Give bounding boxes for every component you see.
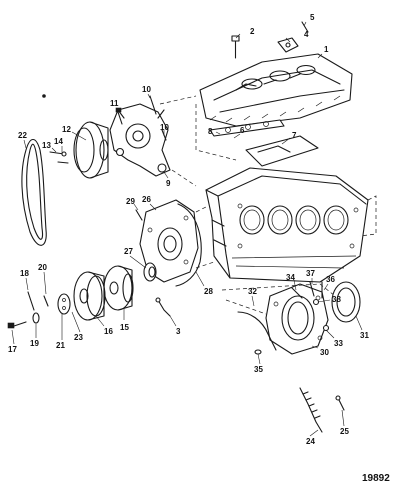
pulley-adapter-plate — [57, 293, 71, 315]
callout-4: 4 — [304, 30, 309, 39]
crankshaft-pulley — [73, 271, 106, 321]
manifold-gasket-left — [209, 119, 285, 137]
timing-pointer — [155, 297, 171, 317]
callout-26: 26 — [142, 195, 151, 204]
rear-main-seal — [331, 281, 361, 323]
dashed-outline-manifold — [195, 104, 237, 161]
figure-number: 19892 — [362, 473, 390, 484]
callout-12: 12 — [62, 125, 71, 134]
callout-17: 17 — [8, 345, 17, 354]
callout-21: 21 — [56, 341, 65, 350]
balancer-bolt — [7, 321, 27, 329]
callout-11: 11 — [110, 99, 119, 108]
manifold-stud — [301, 21, 309, 33]
intake-manifold — [199, 53, 353, 127]
pulley-lockwasher — [43, 295, 49, 307]
callout-7: 7 — [292, 131, 297, 140]
callout-28: 28 — [204, 287, 213, 296]
leader-lines — [11, 21, 363, 437]
callout-23: 23 — [74, 333, 83, 342]
callout-9: 9 — [166, 179, 171, 188]
crankshaft-seal — [143, 262, 157, 282]
callout-6: 6 — [240, 126, 245, 135]
callout-34: 34 — [286, 273, 295, 282]
housing-stud — [309, 281, 323, 299]
rear-seal-housing — [265, 283, 329, 355]
timing-cover-bolt — [135, 209, 143, 221]
callout-32: 32 — [248, 287, 257, 296]
housing-bolt — [291, 287, 303, 299]
timing-cover-gasket — [175, 203, 202, 287]
timing-cover — [139, 199, 199, 283]
engine-block — [205, 167, 369, 283]
balancer-washer — [32, 312, 40, 324]
callout-25: 25 — [340, 427, 349, 436]
callout-33: 33 — [334, 339, 343, 348]
dashed-outline-pump — [159, 95, 197, 187]
callout-35: 35 — [254, 365, 263, 374]
water-pump-pulley — [73, 121, 109, 179]
callout-38: 38 — [332, 295, 341, 304]
callout-5: 5 — [310, 13, 315, 22]
drive-belt — [21, 138, 47, 246]
callout-27: 27 — [124, 247, 133, 256]
callout-14: 14 — [54, 137, 63, 146]
callout-1: 1 — [324, 45, 329, 54]
callout-36: 36 — [326, 275, 335, 284]
callout-labels: 1 2 3 4 5 6 7 8 9 10 10 11 12 13 14 15 1… — [8, 13, 369, 446]
callout-29: 29 — [126, 197, 135, 206]
dipstick-tube — [299, 387, 323, 433]
callout-37: 37 — [306, 269, 315, 278]
callout-15: 15 — [120, 323, 129, 332]
callout-8: 8 — [208, 127, 213, 136]
housing-plug — [254, 349, 262, 355]
callout-16: 16 — [104, 327, 113, 336]
housing-nut — [312, 298, 330, 332]
harmonic-balancer — [103, 265, 134, 311]
callout-19: 19 — [30, 339, 39, 348]
callout-18: 18 — [20, 269, 29, 278]
pulley-bolt — [27, 291, 35, 311]
water-pump-bolt — [115, 107, 123, 125]
seal-housing-gasket — [237, 311, 277, 351]
dashed-outline-cover — [195, 205, 215, 269]
callout-31: 31 — [360, 331, 369, 340]
dipstick-clip — [335, 395, 345, 411]
pulley-bolts — [49, 151, 69, 164]
callout-22: 22 — [18, 131, 27, 140]
callout-10-lower: 10 — [160, 123, 169, 132]
diagram-dot-marker — [42, 94, 46, 98]
manifold-gasket-right — [245, 135, 319, 167]
callout-13: 13 — [42, 141, 51, 150]
callout-20: 20 — [38, 263, 47, 272]
callout-10-upper: 10 — [142, 85, 151, 94]
callout-2: 2 — [250, 27, 255, 36]
manifold-bolt — [231, 35, 240, 59]
callout-30: 30 — [320, 348, 329, 357]
callout-24: 24 — [306, 437, 315, 446]
callout-3: 3 — [176, 327, 181, 336]
